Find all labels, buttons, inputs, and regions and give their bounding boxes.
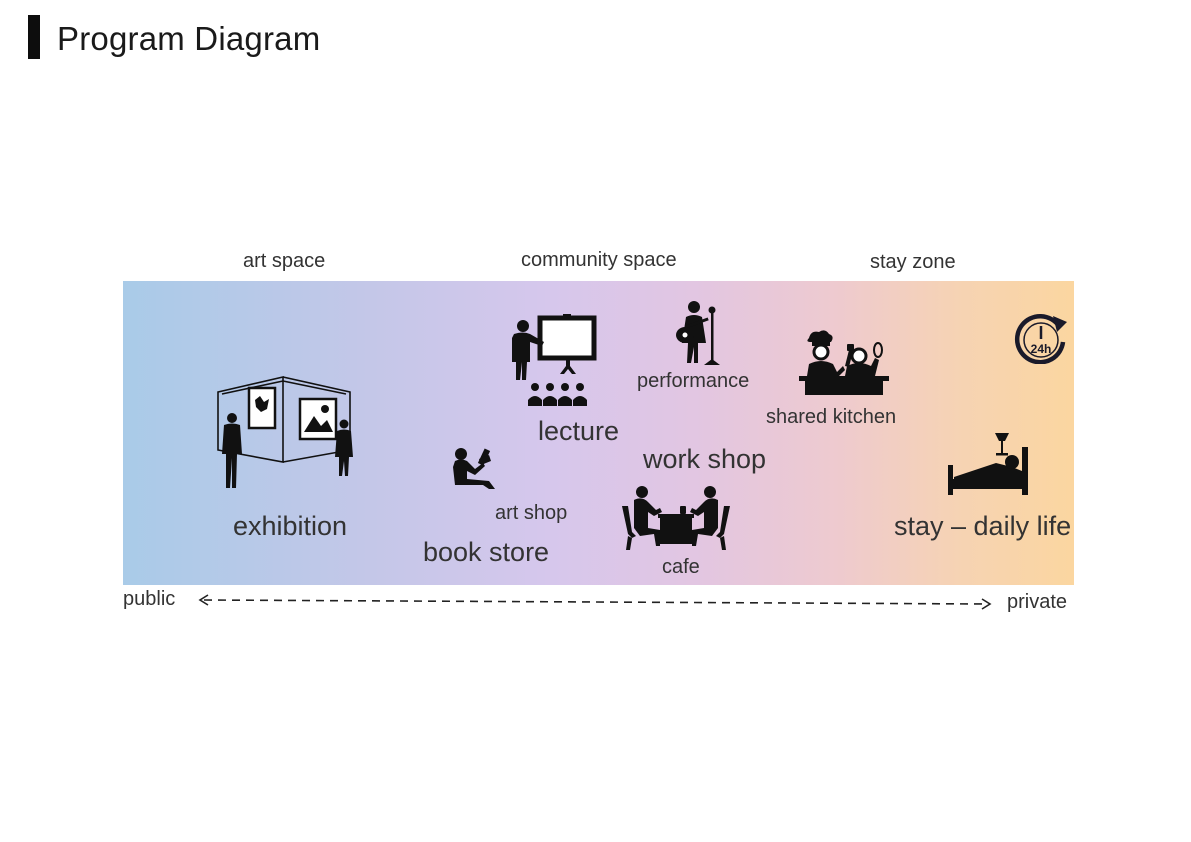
shared-kitchen-icon [799, 330, 889, 395]
page-title: Program Diagram [57, 20, 321, 57]
exhibition-icon [217, 375, 353, 488]
badge-24h-text: 24h [1031, 342, 1052, 356]
lecture-icon [512, 314, 597, 406]
public-private-gradient-band [123, 281, 1074, 585]
label-cafe: cafe [662, 556, 700, 578]
label-performance: performance [637, 370, 750, 392]
label-shared-kitchen: shared kitchen [766, 406, 897, 428]
zone-label-community-space: community space [521, 249, 677, 271]
axis-label-public: public [123, 588, 176, 610]
label-art-shop: art shop [495, 502, 568, 524]
bed-icon [948, 433, 1028, 495]
label-exhibition: exhibition [233, 511, 348, 541]
performance-icon [676, 301, 720, 365]
public-private-axis-arrow [198, 594, 992, 610]
zone-label-art-space: art space [243, 250, 326, 272]
label-work-shop: work shop [643, 444, 767, 474]
cafe-icon [622, 486, 730, 550]
art-shop-icon [453, 448, 495, 489]
clock-24h-icon: 24h [1014, 314, 1067, 364]
label-book-store: book store [423, 537, 550, 567]
title-accent-bar [28, 15, 40, 59]
label-stay-daily-life: stay – daily life [894, 511, 1072, 541]
label-lecture: lecture [538, 416, 620, 446]
axis-label-private: private [1007, 591, 1068, 613]
zone-label-stay-zone: stay zone [870, 251, 956, 273]
